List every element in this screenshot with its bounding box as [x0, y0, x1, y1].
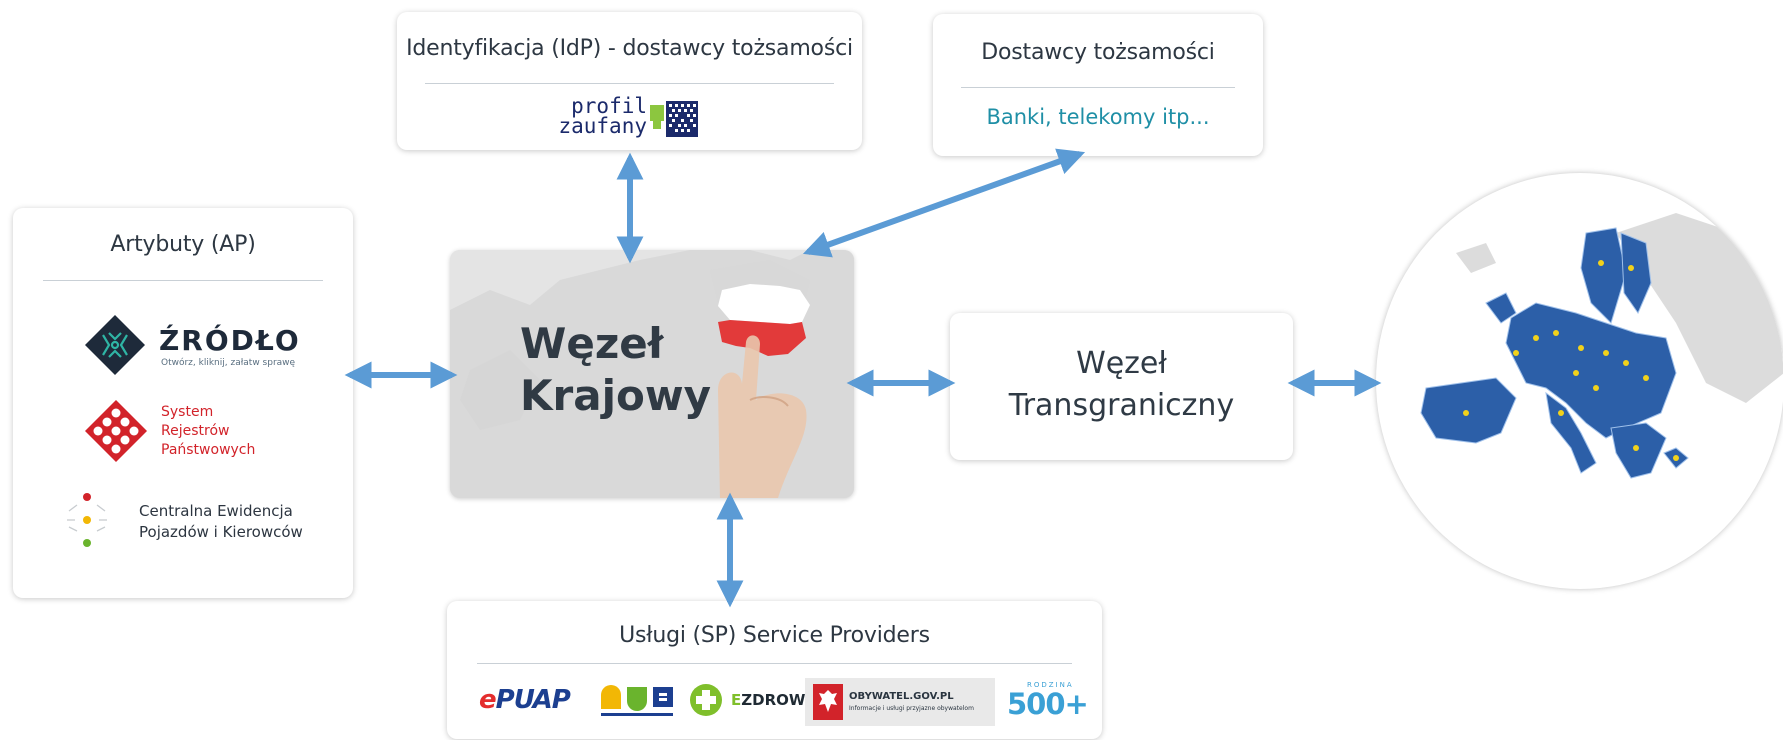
ezdrowie-logo-rest: ZDROWIE: [741, 691, 822, 709]
idp-title: Identyfikacja (IdP) - dostawcy tożsamośc…: [406, 36, 853, 61]
attributes-divider: [43, 280, 323, 281]
services-card: Usługi (SP) Service Providers ePUAP EZDR…: [447, 601, 1102, 739]
idp-card: Identyfikacja (IdP) - dostawcy tożsamośc…: [397, 12, 862, 150]
eu-map-circle: [1376, 173, 1783, 589]
profil-zaufany-line2: zaufany: [558, 114, 647, 138]
epuap-logo-e: e: [479, 685, 497, 715]
cep-line-1: Centralna Ewidencja: [139, 502, 293, 520]
srp-name: System Rejestrów Państwowych: [161, 403, 255, 460]
epuap-logo-rest: PUAP: [495, 685, 571, 715]
profil-zaufany-icon: [650, 101, 698, 137]
ezdrowie-logo: EZDROWIE: [731, 691, 821, 709]
services-title: Usługi (SP) Service Providers: [619, 623, 930, 648]
polish-eagle-icon: [813, 684, 843, 720]
cep-logo-icon: [67, 493, 107, 547]
europe-map-background: [450, 250, 854, 498]
rodzina-500-small: RODZINA: [1027, 681, 1074, 689]
services-divider: [477, 663, 1072, 664]
eu-map-icon: [1420, 213, 1783, 479]
poland-map-icon: [718, 284, 810, 356]
attributes-title: Artybuty (AP): [110, 232, 256, 257]
srp-logo-icon: [85, 400, 147, 462]
ezdrowie-logo-e: E: [731, 691, 742, 709]
national-node-line-1: Węzeł: [520, 319, 664, 368]
cep-line-2: Pojazdów i Kierowców: [139, 523, 303, 541]
obywatel-gov-title: OBYWATEL.GOV.PL: [849, 691, 954, 702]
hand-pointing-icon: [718, 335, 807, 498]
zrodlo-tagline: Otwórz, kliknij, załatw sprawę: [161, 358, 296, 368]
national-node-line-2: Krajowy: [520, 371, 712, 420]
ezdrowie-cross-icon: [690, 684, 722, 716]
crossborder-node-line-2: Transgraniczny: [1008, 388, 1235, 423]
profil-zaufany-wordmark: profil zaufany: [537, 94, 647, 138]
arrow-providers-national: [802, 148, 1086, 258]
srp-line-1: System: [161, 404, 214, 420]
srp-line-2: Rejestrów: [161, 423, 230, 439]
identity-providers-value: Banki, telekomy itp...: [986, 105, 1210, 129]
crossborder-node-line-1: Węzeł: [1076, 346, 1167, 381]
pue-logo-icon: [601, 685, 673, 716]
obywatel-gov-subtitle: Informacje i usługi przyjazne obywatelom: [849, 705, 974, 712]
epuap-logo: ePUAP: [479, 685, 571, 729]
srp-line-3: Państwowych: [161, 442, 256, 458]
rodzina-500-logo: RODZINA 500+: [1007, 681, 1089, 723]
idp-divider: [425, 83, 834, 84]
profil-zaufany-line1: profil: [571, 94, 647, 118]
identity-providers-card: Dostawcy tożsamości Banki, telekomy itp.…: [933, 14, 1263, 156]
national-node-label: Węzeł Krajowy: [520, 318, 711, 422]
zrodlo-logo-icon: [85, 315, 145, 375]
rodzina-500-big: 500+: [1007, 687, 1089, 721]
identity-providers-divider: [961, 87, 1235, 88]
crossborder-node: Węzeł Transgraniczny: [950, 313, 1293, 460]
crossborder-node-label: Węzeł Transgraniczny: [950, 343, 1293, 427]
cep-name: Centralna Ewidencja Pojazdów i Kierowców: [139, 501, 303, 543]
obywatel-gov-logo: OBYWATEL.GOV.PL Informacje i usługi przy…: [805, 678, 995, 726]
zrodlo-name: ŹRÓDŁO: [159, 324, 301, 357]
national-node: Węzeł Krajowy: [450, 250, 854, 498]
identity-providers-title: Dostawcy tożsamości: [981, 40, 1215, 65]
attributes-card: Artybuty (AP) ŹRÓDŁO Otwórz, kliknij, za…: [13, 208, 353, 598]
